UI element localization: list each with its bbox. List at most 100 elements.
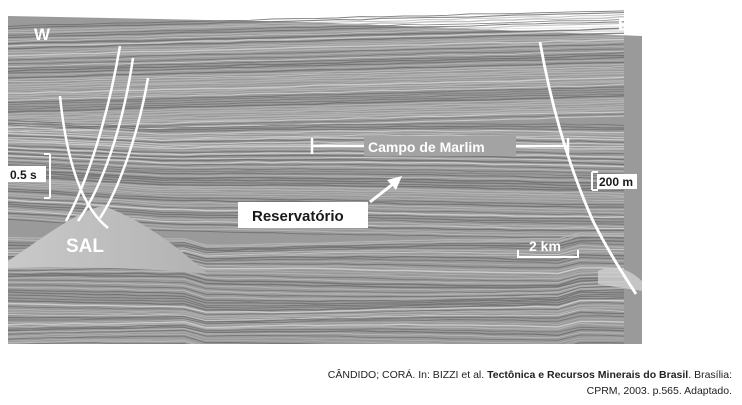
reflector-line: [8, 161, 625, 175]
reflector-line: [8, 299, 625, 314]
reflector-line: [8, 329, 625, 341]
reflector-line: [8, 335, 625, 344]
reflector-line: [8, 178, 625, 195]
reflector-line: [8, 272, 625, 287]
caption-publisher: CPRM, 2003. p.565. Adaptado.: [586, 385, 732, 397]
reflector-line: [8, 105, 625, 124]
reflector-line: [8, 18, 625, 37]
reflector-line: [8, 38, 625, 57]
time-scale-label: 0.5 s: [10, 168, 37, 182]
reflector-line: [8, 307, 625, 320]
reflector-line: [8, 152, 625, 166]
reflector-line: [8, 175, 625, 192]
reservoir-arrow: [387, 176, 402, 190]
reflector-line: [8, 309, 625, 322]
reflector-line: [8, 168, 625, 185]
reflector-line: [8, 111, 625, 129]
seismic-image: W E 0.5 s Campo de Marlim 200 m Reservat…: [8, 6, 642, 344]
reflector-line: [8, 97, 625, 115]
reflector-line: [8, 322, 625, 330]
reflector-line: [8, 289, 625, 303]
reflector-line: [8, 293, 625, 307]
reflector-line: [8, 295, 625, 309]
reflector-line: [8, 159, 625, 172]
reflector-line: [8, 63, 625, 81]
reflector-line: [8, 27, 625, 45]
reflector-line: [8, 274, 625, 289]
reflector-line: [8, 268, 625, 282]
reflector-line: [8, 22, 625, 40]
field-extent-bar: Campo de Marlim: [310, 136, 570, 156]
reflector-line: [8, 30, 625, 47]
reflector-line: [8, 164, 625, 177]
reflector-line: [8, 88, 625, 106]
reflector-line: [8, 113, 625, 130]
reflector-line: [8, 155, 625, 168]
reflector-line: [8, 297, 625, 311]
reflector-line: [8, 126, 625, 135]
reflector-line: [8, 70, 625, 88]
reflector-line: [8, 41, 625, 59]
depth-scale-label: 200 m: [599, 175, 633, 189]
reflector-line: [8, 11, 625, 30]
reflector-line: [8, 286, 625, 300]
reflector-line: [8, 180, 625, 197]
reflector-line: [8, 270, 625, 284]
depth-scale-bar: 200 m: [591, 171, 637, 191]
reflector-line: [8, 95, 625, 113]
reflector-line: [8, 171, 625, 187]
reflector-line: [8, 122, 625, 131]
reflector-line: [8, 132, 625, 142]
reflector-line: [8, 333, 625, 344]
reflector-line: [8, 43, 625, 61]
reflector-line: [8, 48, 625, 65]
distance-scale-label: 2 km: [529, 238, 561, 254]
reflector-line: [8, 128, 625, 137]
reflector-line: [8, 188, 624, 206]
reflector-line: [8, 65, 625, 83]
reflector-line: [8, 315, 625, 324]
reflector-line: [8, 119, 625, 128]
reflector-line: [8, 108, 625, 126]
east-label: E: [618, 15, 629, 34]
reflector-line: [8, 186, 624, 204]
reflector-line: [8, 279, 625, 294]
reflector-line: [8, 124, 625, 132]
reflector-line: [8, 32, 625, 50]
seismic-section-figure: W E 0.5 s Campo de Marlim 200 m Reservat…: [8, 6, 642, 344]
reflector-line: [8, 10, 625, 27]
reflector-line: [8, 21, 625, 39]
reservoir-label: Reservatório: [252, 208, 344, 225]
seismic-reflectors: [8, 10, 625, 344]
reflector-line: [8, 165, 625, 180]
reflector-line: [8, 15, 625, 34]
reflector-line: [8, 50, 625, 68]
reflector-line: [8, 167, 624, 182]
reflector-line: [8, 338, 203, 344]
reflector-line: [8, 311, 625, 323]
reflector-line: [8, 103, 625, 122]
fault-line-4: [98, 77, 150, 219]
reflector-line: [8, 277, 625, 291]
reflector-line: [8, 137, 625, 145]
caption-place: . Brasília:: [688, 369, 732, 381]
reflector-line: [8, 36, 625, 54]
reflector-line: [8, 302, 625, 316]
time-scale-bar: 0.5 s: [8, 153, 51, 199]
reflector-line: [8, 331, 624, 344]
distance-scale-bar: 2 km: [517, 238, 579, 258]
reflector-line: [8, 317, 625, 326]
west-label: W: [34, 25, 51, 44]
field-label: Campo de Marlim: [368, 139, 485, 155]
reflector-line: [8, 52, 625, 70]
reflector-line: [8, 173, 625, 189]
reflector-line: [8, 35, 625, 52]
reservoir-callout: Reservatório: [238, 176, 402, 228]
reflector-line: [8, 327, 625, 339]
reflector-line: [8, 304, 625, 317]
reflector-line: [8, 339, 197, 344]
reflector-line: [8, 157, 625, 170]
reflector-line: [8, 61, 625, 79]
reflector-line: [8, 59, 625, 76]
fault-line-3: [76, 57, 135, 222]
